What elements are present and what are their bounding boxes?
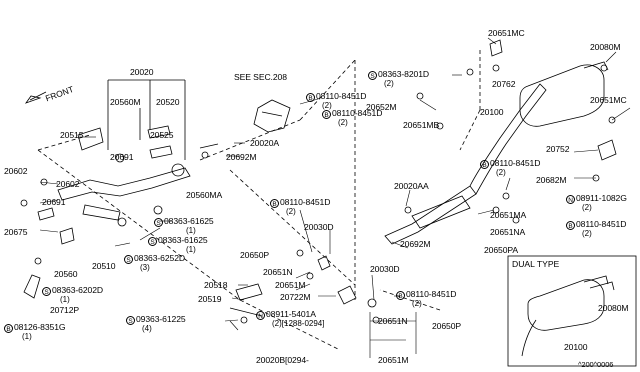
part-20650PA: 20650PA: [484, 245, 519, 255]
part-20560: 20560: [54, 269, 78, 279]
part-20518: 20518: [204, 280, 228, 290]
part-20682M: 20682M: [536, 175, 567, 185]
front-pipe-drawing: [20, 125, 191, 299]
part-20080M: 20080M: [590, 42, 621, 52]
part-20651M: 20651M: [275, 280, 306, 290]
catalog-reference: ^200^0006: [578, 360, 614, 369]
part-20692M: 20692M: [226, 152, 257, 162]
callout-qty: (2): [384, 79, 394, 88]
callout-qty: (2): [582, 229, 592, 238]
part-20650P: 20650P: [240, 250, 270, 260]
part-20560M: 20560M: [110, 97, 141, 107]
callout-qty: (2): [496, 168, 506, 177]
part-20520: 20520: [156, 97, 180, 107]
part-20651MA: 20651MA: [490, 210, 527, 220]
part-20020B: 20020B[0294-: [256, 355, 309, 365]
part-20652M: 20652M: [366, 102, 397, 112]
part-20650P: 20650P: [432, 321, 462, 331]
part-20722M: 20722M: [280, 292, 311, 302]
callout-qty: (4): [142, 324, 152, 333]
part-20651N: 20651N: [378, 316, 408, 326]
part-20515: 20515: [60, 130, 84, 140]
part-20651M: 20651M: [378, 355, 409, 365]
part-20712P: 20712P: [50, 305, 80, 315]
callout-qty: (1): [186, 245, 196, 254]
dual-type-inset-box: [507, 255, 637, 367]
part-20525: 20525: [150, 130, 174, 140]
part-20675: 20675: [4, 227, 28, 237]
rear-muffler-drawing: [466, 39, 617, 224]
part-20020: 20020: [130, 67, 154, 77]
part-20651N: 20651N: [263, 267, 293, 277]
dual-type-title: DUAL TYPE: [512, 259, 560, 269]
callout-qty: (2)[1288-0294]: [272, 319, 325, 328]
part-20510: 20510: [92, 261, 116, 271]
part-20560MA: 20560MA: [186, 190, 223, 200]
part-20691: 20691: [110, 152, 134, 162]
part-20651MC: 20651MC: [590, 95, 627, 105]
part-20020A: 20020A: [250, 138, 280, 148]
part-20030D: 20030D: [304, 222, 334, 232]
callout-qty: (1): [60, 295, 70, 304]
part-20691: 20691: [42, 197, 66, 207]
part-20651MB: 20651MB: [403, 120, 440, 130]
part-20692M: 20692M: [400, 239, 431, 249]
callout-qty: (2): [322, 101, 332, 110]
part-20651NA: 20651NA: [490, 227, 526, 237]
front-arrow-icon: [24, 91, 47, 104]
inset-part-20080M: 20080M: [598, 303, 629, 313]
callout-qty: (2): [338, 118, 348, 127]
callout-qty: (1): [186, 226, 196, 235]
part-20762: 20762: [492, 79, 516, 89]
part-20752: 20752: [546, 144, 570, 154]
callout-qty: (2): [582, 203, 592, 212]
part-20030D: 20030D: [370, 264, 400, 274]
callout-qty: (1): [22, 332, 32, 341]
part-20100: 20100: [480, 107, 504, 117]
part-20020AA: 20020AA: [394, 181, 429, 191]
see-section-label: SEE SEC.208: [234, 72, 287, 82]
callout-qty: (2): [412, 299, 422, 308]
part-20519: 20519: [198, 294, 222, 304]
part-20602: 20602: [56, 179, 80, 189]
part-20651MC: 20651MC: [488, 28, 525, 38]
inset-part-20100: 20100: [564, 342, 588, 352]
hanger-drawing: [229, 249, 380, 324]
part-20602: 20602: [4, 166, 28, 176]
callout-qty: (3): [140, 263, 150, 272]
callout-qty: (2): [286, 207, 296, 216]
catalyst-drawing: [199, 99, 291, 159]
